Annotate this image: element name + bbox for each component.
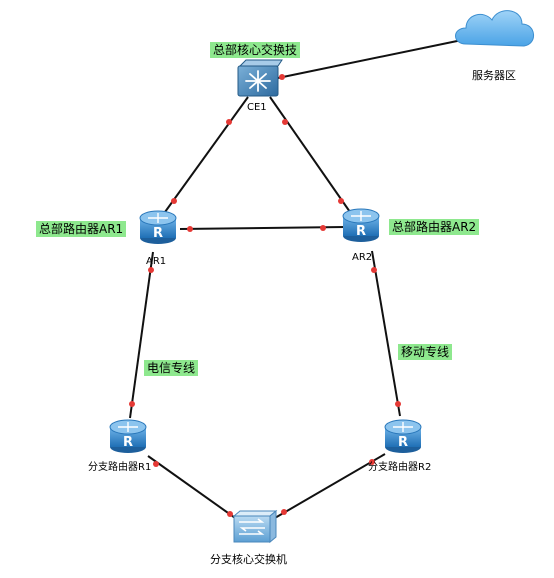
router-icon[interactable]: R [342, 208, 380, 242]
link-ce1-ar1 [164, 96, 249, 213]
link-r2-branch-switch [267, 453, 386, 523]
links [129, 39, 463, 523]
ce1-label: CE1 [247, 102, 267, 113]
port-dot [129, 401, 135, 407]
link-ar1-ar2 [179, 226, 346, 230]
switch-icon[interactable] [232, 509, 278, 544]
r1-label: 分支路由器R1 [88, 462, 152, 473]
r2-label: 分支路由器R2 [368, 462, 432, 473]
link-ar1-r1 [129, 251, 154, 419]
ar1-label: AR1 [146, 256, 167, 267]
link-label-telecom: 电信专线 [144, 360, 199, 376]
ar2-label: AR2 [352, 252, 373, 263]
router-icon[interactable]: R [384, 419, 422, 453]
svg-text:R: R [356, 224, 366, 239]
link-ce1-server-zone [277, 39, 463, 79]
port-dot [395, 401, 401, 407]
port-dots [129, 74, 401, 517]
port-dot [187, 226, 193, 232]
port-dot [171, 198, 177, 204]
branch-switch-label: 分支核心交换机 [210, 553, 287, 566]
server-zone-label: 服务器区 [472, 69, 516, 82]
link-ce1-ar2 [269, 96, 351, 213]
ar1-caption: 总部路由器AR1 [36, 221, 127, 237]
port-dot [227, 511, 233, 517]
link-ar2-r2 [371, 250, 401, 417]
ce1-caption: 总部核心交换技 [210, 42, 301, 58]
port-dot [279, 74, 285, 80]
port-dot [320, 225, 326, 231]
link-label-mobile: 移动专线 [398, 344, 453, 360]
port-dot [371, 267, 377, 273]
port-dot [338, 198, 344, 204]
port-dot [369, 459, 375, 465]
core-switch-icon[interactable] [237, 59, 283, 97]
port-dot [282, 119, 288, 125]
svg-text:R: R [153, 226, 163, 241]
svg-text:R: R [398, 435, 408, 450]
port-dot [153, 461, 159, 467]
cloud-icon[interactable] [455, 10, 534, 47]
router-icon[interactable]: R [139, 210, 177, 244]
port-dot [148, 267, 154, 273]
port-dot [281, 509, 287, 515]
link-r1-branch-switch [147, 455, 239, 521]
port-dot [226, 119, 232, 125]
ar2-caption: 总部路由器AR2 [389, 219, 480, 235]
svg-text:R: R [123, 435, 133, 450]
router-icon[interactable]: R [109, 419, 147, 453]
